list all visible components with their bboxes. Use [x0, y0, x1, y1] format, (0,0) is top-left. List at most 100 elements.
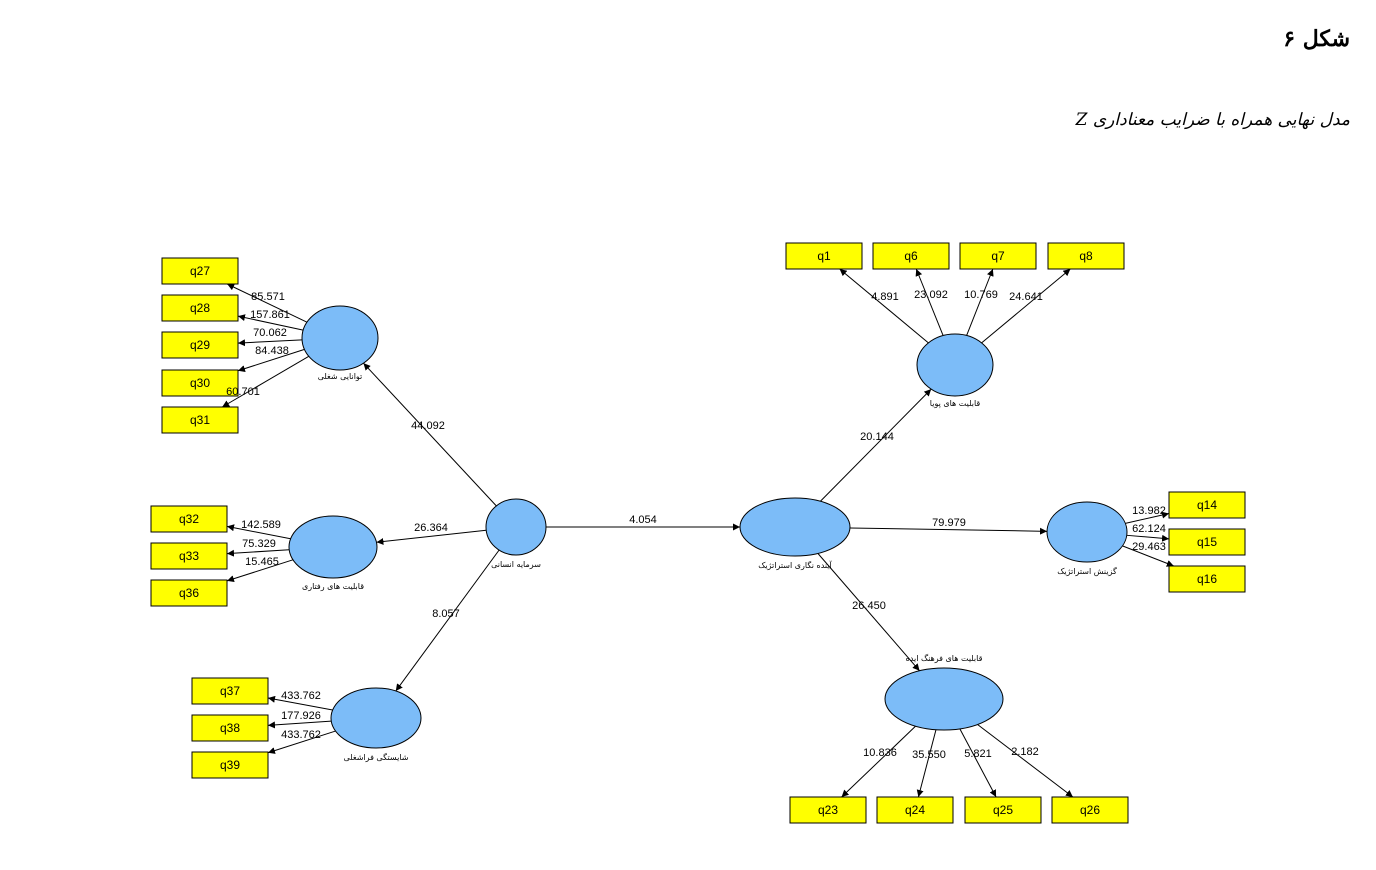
indicator-box-q25: q25 [964, 796, 1042, 824]
indicator-box-q29: q29 [161, 331, 239, 359]
indicator-rect [876, 796, 954, 824]
indicator-rect [964, 796, 1042, 824]
indicator-rect [161, 331, 239, 359]
indicator-label: q1 [817, 249, 831, 263]
latent-ellipse [1046, 501, 1128, 563]
latent-label: قابلیت های پویا [930, 399, 981, 408]
path-arrow-L_job-q27 [226, 283, 308, 323]
path-coefficient-label: 157.861 [250, 309, 290, 321]
indicator-rect [150, 505, 228, 533]
path-arrow-L_fs-L_cult [817, 553, 920, 672]
indicator-rect [1047, 242, 1125, 270]
path-arrow-L_cult-q23 [841, 725, 916, 798]
indicator-box-q37: q37 [191, 677, 269, 705]
indicator-box-q30: q30 [161, 369, 239, 397]
indicator-label: q6 [904, 249, 918, 263]
indicator-rect [161, 369, 239, 397]
indicator-rect [789, 796, 867, 824]
path-coefficient-label: 4.891 [871, 291, 899, 303]
indicator-rect [1168, 528, 1246, 556]
path-coefficient-label: 62.124 [1132, 523, 1166, 535]
latent-label: توانایی شغلی [318, 372, 363, 381]
latent-label: سرمایه انسانی [491, 560, 541, 569]
path-arrow-L_dyn-q7 [966, 268, 994, 336]
latent-node-L_beh: قابلیت های رفتاری [288, 515, 378, 591]
indicator-label: q16 [1197, 572, 1217, 586]
indicator-rect [959, 242, 1037, 270]
path-coefficient-label: 29.463 [1132, 541, 1166, 553]
latent-ellipse [916, 333, 994, 397]
latent-node-L_fs: آینده نگاری استراتژیک [739, 497, 851, 570]
indicator-label: q32 [179, 512, 199, 526]
indicator-rect [191, 714, 269, 742]
indicator-label: q31 [190, 413, 210, 427]
indicator-box-q26: q26 [1051, 796, 1129, 824]
indicator-label: q26 [1080, 803, 1100, 817]
path-coefficient-label: 70.062 [253, 327, 287, 339]
path-arrow-L_choice-q16 [1122, 545, 1174, 567]
path-coefficient-label: 26.450 [852, 600, 886, 612]
path-coefficient-label: 35.550 [912, 749, 946, 761]
path-coefficient-label: 84.438 [255, 345, 289, 357]
indicator-box-q39: q39 [191, 751, 269, 779]
indicator-label: q28 [190, 301, 210, 315]
path-arrow-L_choice-q14 [1125, 511, 1170, 524]
path-arrow-L_cult-q26 [977, 724, 1074, 798]
latent-node-L_hc: سرمایه انسانی [485, 498, 547, 569]
indicator-box-q27: q27 [161, 257, 239, 285]
indicator-box-q16: q16 [1168, 565, 1246, 593]
latent-ellipse [739, 497, 851, 557]
indicator-box-q32: q32 [150, 505, 228, 533]
latent-label: شایستگی فراشغلی [344, 752, 409, 762]
indicator-rect [150, 579, 228, 607]
indicator-label: q24 [905, 803, 925, 817]
path-arrow-L_dyn-q8 [981, 268, 1071, 344]
path-coefficient-label: 20.144 [860, 431, 894, 443]
latent-ellipse [884, 667, 1004, 731]
path-arrow-L_beh-q33 [226, 549, 290, 557]
indicator-rect [191, 751, 269, 779]
path-arrow-L_hc-L_beh [376, 529, 487, 545]
indicator-rect [161, 406, 239, 434]
path-coefficient-label: 13.982 [1132, 505, 1166, 517]
path-coefficient-label: 26.364 [414, 522, 448, 534]
indicator-label: q37 [220, 684, 240, 698]
indicator-label: q36 [179, 586, 199, 600]
indicator-rect [1168, 491, 1246, 519]
indicator-label: q38 [220, 721, 240, 735]
path-arrow-L_dyn-q6 [915, 268, 944, 336]
path-coefficient-label: 60.701 [226, 386, 260, 398]
indicator-rect [161, 257, 239, 285]
path-coefficient-label: 85.571 [251, 291, 285, 303]
path-coefficient-label: 8.057 [432, 608, 460, 620]
indicator-rect [1051, 796, 1129, 824]
path-arrow-L_choice-q15 [1126, 534, 1170, 542]
path-arrow-L_beh-q36 [226, 559, 294, 583]
path-arrow-L_meta-q37 [267, 695, 333, 711]
path-arrow-L_job-q28 [237, 314, 304, 331]
indicator-label: q14 [1197, 498, 1217, 512]
indicator-box-q28: q28 [161, 294, 239, 322]
path-arrow-L_meta-q38 [267, 720, 332, 729]
latent-node-L_job: توانایی شغلی [301, 305, 379, 381]
indicator-box-q24: q24 [876, 796, 954, 824]
indicator-label: q25 [993, 803, 1013, 817]
indicator-box-q6: q6 [872, 242, 950, 270]
indicator-rect [1168, 565, 1246, 593]
path-coefficient-label: 79.979 [932, 517, 966, 529]
indicator-label: q7 [991, 249, 1005, 263]
indicator-box-q38: q38 [191, 714, 269, 742]
path-arrow-L_meta-q39 [267, 730, 336, 754]
indicator-rect [191, 677, 269, 705]
indicator-box-q8: q8 [1047, 242, 1125, 270]
latent-label: گزینش استراتژیک [1057, 566, 1117, 576]
indicator-box-q23: q23 [789, 796, 867, 824]
latent-ellipse [485, 498, 547, 556]
indicator-label: q15 [1197, 535, 1217, 549]
indicator-label: q23 [818, 803, 838, 817]
indicator-label: q30 [190, 376, 210, 390]
latent-node-L_choice: گزینش استراتژیک [1046, 501, 1128, 576]
path-coefficient-label: 142.589 [241, 519, 281, 531]
path-coefficient-label: 177.926 [281, 710, 321, 722]
